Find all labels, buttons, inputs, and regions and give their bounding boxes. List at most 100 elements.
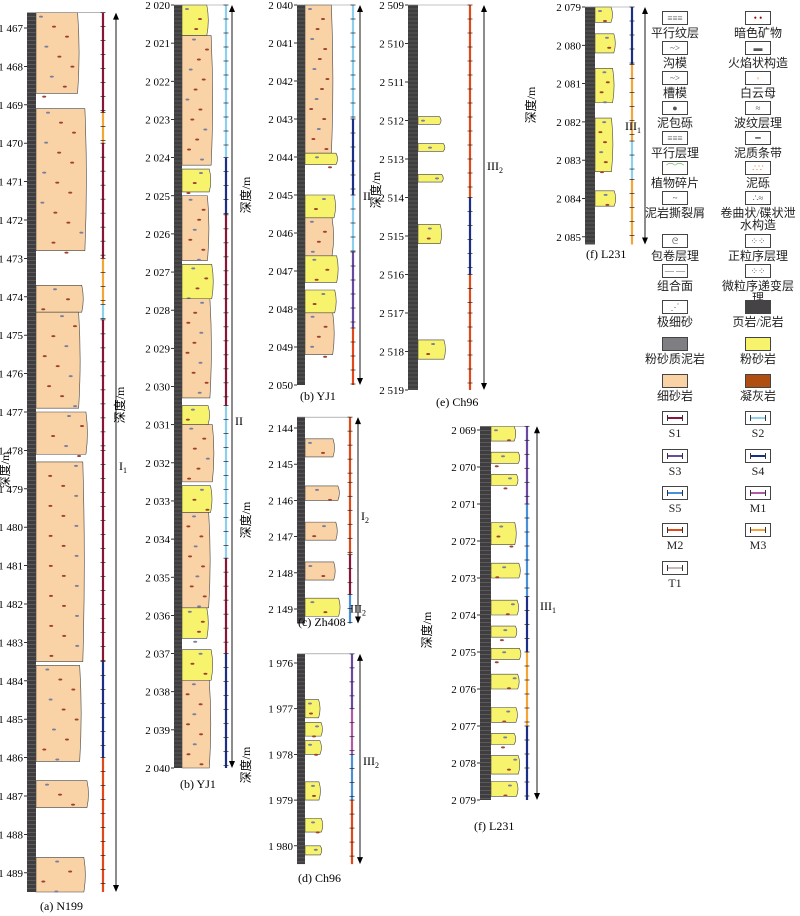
clast-mark — [503, 629, 508, 632]
bed-silt — [304, 699, 321, 719]
legend-swatch: ~> — [662, 71, 688, 85]
legend-swatch — [745, 374, 771, 388]
legend-label: 波纹层理 — [733, 116, 782, 130]
bed-silt — [594, 190, 616, 207]
clast-mark — [192, 498, 197, 501]
legend-line-icon — [667, 527, 683, 533]
legend-label: 正粒序层理 — [727, 249, 788, 263]
clast-mark — [510, 603, 515, 606]
depth-label: 2 034 — [145, 534, 170, 546]
depth-axis-label: 深度/m — [0, 451, 12, 488]
clast-mark — [197, 218, 202, 221]
clast-mark — [55, 365, 60, 368]
clast-mark — [190, 118, 195, 121]
bed-silt — [304, 289, 337, 314]
clast-mark — [68, 375, 73, 378]
bed-silt — [181, 607, 209, 639]
clast-mark — [199, 535, 204, 538]
clast-mark — [205, 48, 209, 51]
mudstone-bar — [408, 5, 418, 390]
legend-item: ⁘⁘正粒序层理 — [718, 234, 798, 262]
clast-mark — [186, 723, 191, 726]
depth-label: 2 041 — [268, 38, 293, 50]
clast-mark — [196, 258, 201, 261]
bed-fine — [181, 35, 213, 166]
dish-icon: ∴≈ — [752, 193, 764, 203]
mudstone-bar — [27, 12, 36, 892]
clast-mark — [74, 494, 79, 497]
depth-label: 2 021 — [145, 38, 170, 50]
depth-label: 2 080 — [556, 40, 581, 52]
clast-mark — [48, 504, 53, 507]
clast-mark — [74, 524, 79, 527]
depth-label: 2 040 — [145, 763, 170, 775]
depth-label: 2 148 — [268, 568, 293, 580]
depth-label: 2 037 — [145, 649, 170, 661]
clast-mark — [55, 758, 60, 761]
legend-item: S3 — [646, 449, 704, 477]
column-caption: (a) N199 — [40, 899, 83, 913]
bed-fine — [181, 512, 211, 609]
bed-silt — [594, 33, 616, 54]
bed-silt — [490, 648, 522, 660]
depth-label: 2 032 — [145, 458, 170, 470]
depth-label: 1 480 — [0, 522, 24, 534]
clast-mark — [195, 138, 200, 141]
clast-mark — [186, 753, 191, 756]
legend-item: ●泥包砾 — [646, 101, 704, 129]
depth-label: 1 468 — [0, 61, 24, 73]
depth-axis-label: 深度/m — [368, 171, 383, 208]
clast-mark — [317, 58, 322, 60]
depth-label: 2 146 — [268, 495, 293, 507]
legend-label: 泥质条带 — [733, 146, 782, 160]
clast-mark — [600, 171, 604, 174]
clast-mark — [496, 535, 501, 538]
legend-swatch: ≡≡≡ — [662, 131, 688, 145]
clast-mark — [310, 250, 315, 253]
bed-silt — [490, 781, 519, 797]
clast-mark — [201, 208, 206, 211]
clast-mark — [59, 121, 63, 124]
bed-silt — [304, 597, 341, 617]
legend-swatch: ⁘⁘ — [745, 234, 771, 248]
clast-mark — [312, 535, 317, 538]
legend-line-icon — [750, 490, 766, 496]
clast-mark — [42, 171, 47, 174]
clast-mark — [205, 508, 210, 511]
depth-label: 2 070 — [451, 462, 476, 474]
tear-icon: ~ — [672, 193, 678, 203]
interval-name: III — [540, 599, 552, 613]
interval-subscript: 1 — [552, 606, 556, 615]
clast-mark — [506, 768, 511, 771]
clast-mark — [598, 131, 603, 134]
legend-line-icon — [667, 453, 683, 459]
legend-swatch — [745, 300, 771, 314]
depth-label: 2 081 — [556, 79, 581, 91]
interval-label: II — [235, 414, 243, 428]
depth-label: 2 033 — [145, 496, 170, 508]
clast-mark — [316, 128, 321, 130]
depth-label: 2 031 — [145, 420, 170, 432]
clast-mark — [188, 555, 193, 558]
clast-mark — [502, 651, 507, 654]
clast-mark — [315, 28, 320, 30]
depth-label: 1 978 — [268, 749, 293, 761]
clast-mark — [598, 10, 602, 12]
clast-mark — [54, 890, 59, 893]
depth-label: 1 976 — [268, 658, 293, 670]
depth-label: 2 519 — [379, 385, 404, 397]
legend-line-icon — [667, 415, 683, 421]
bed-silt — [490, 733, 516, 745]
bed-silt — [594, 6, 613, 23]
legend-swatch: ∴≈ — [745, 191, 771, 205]
clast-mark — [57, 55, 62, 58]
depth-label: 1 479 — [0, 484, 24, 496]
clast-mark — [49, 654, 54, 657]
clast-mark — [603, 20, 607, 22]
clast-mark — [322, 525, 326, 528]
depth-label: 2 076 — [451, 684, 476, 696]
depth-label: 1 474 — [0, 292, 24, 304]
clast-mark — [315, 488, 319, 491]
